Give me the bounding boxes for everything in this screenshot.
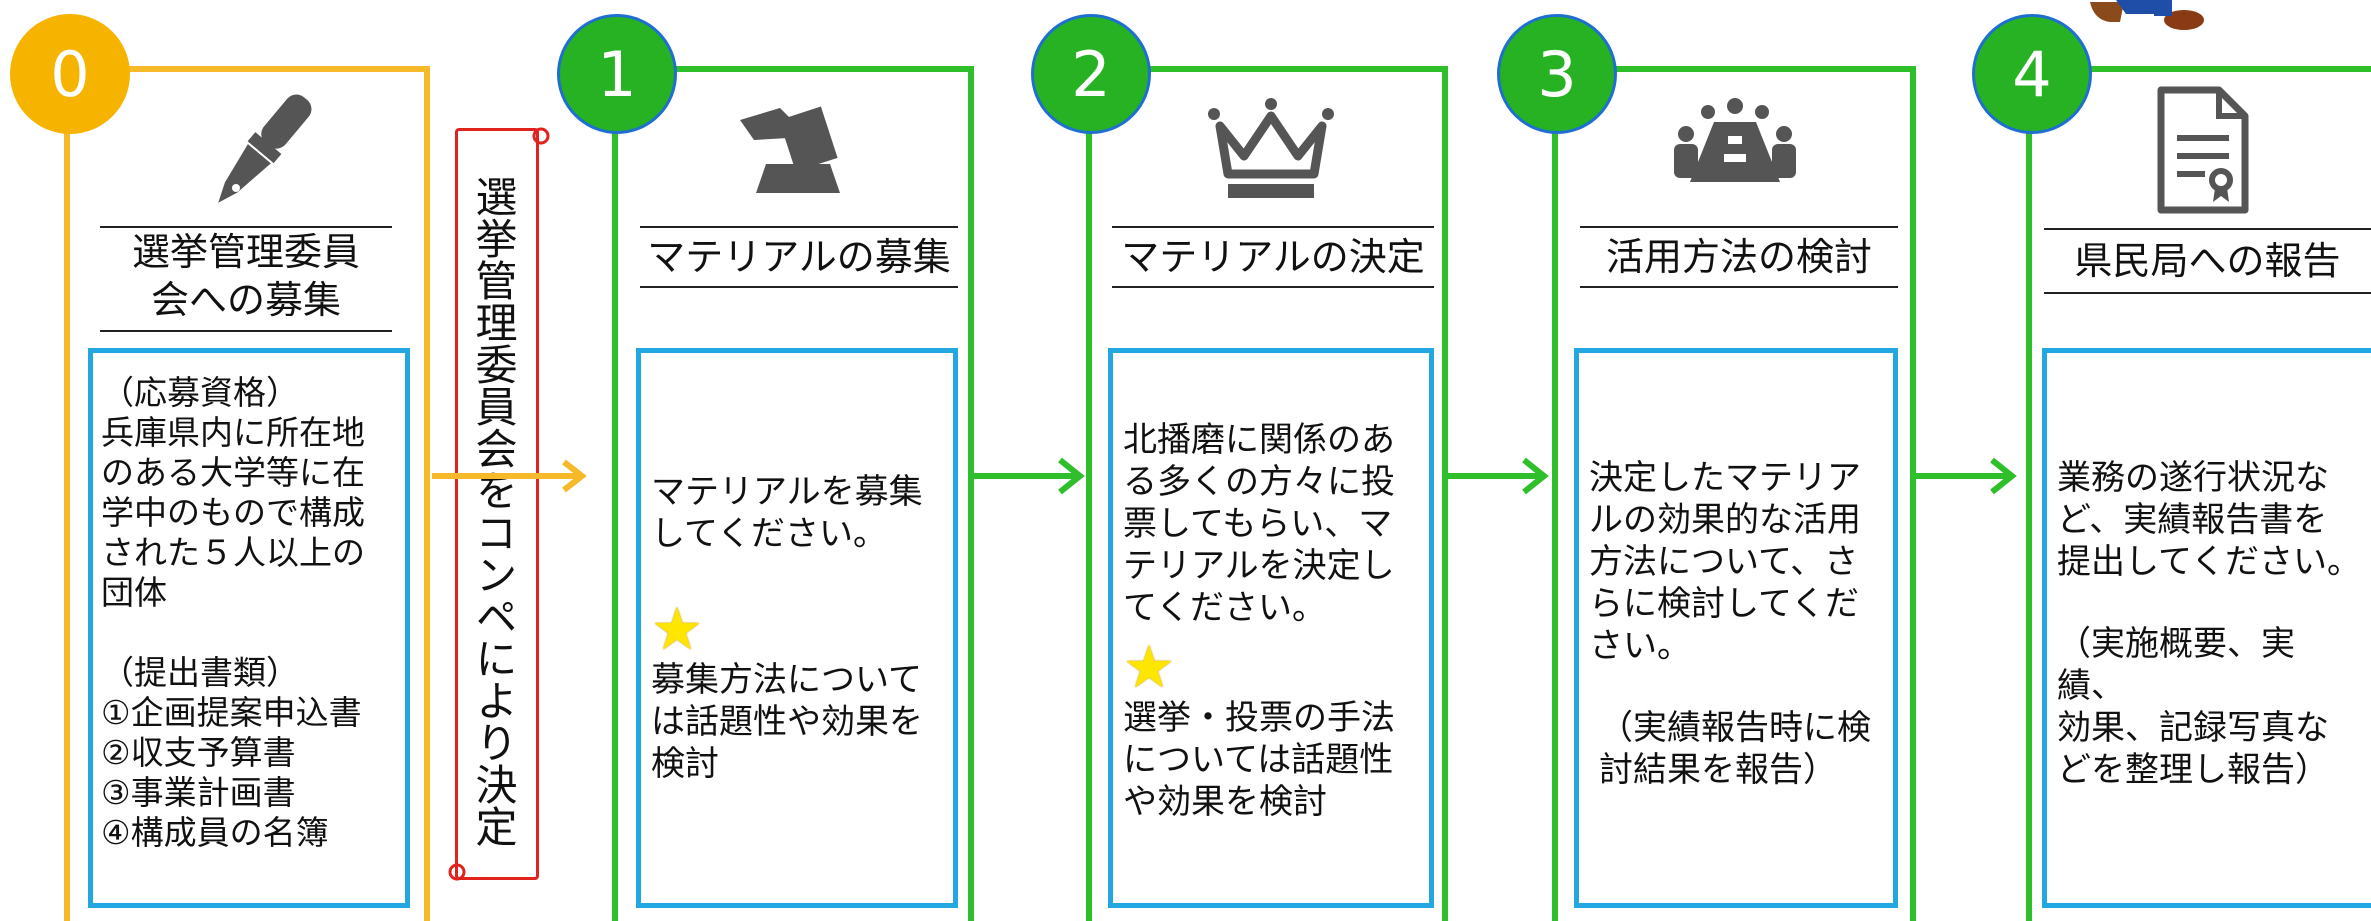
step-2-title: マテリアルの決定 [1112,226,1434,288]
arrow-1-to-2 [974,457,1085,495]
step-1-main-text: マテリアルを募集 してください。 [651,472,923,554]
ballot-box-icon [740,106,840,193]
arrow-0-to-1 [432,459,587,493]
fountain-pen-icon [218,94,312,203]
mascot-character-icon [2090,0,2204,30]
step-0-title: 選挙管理委員 会への募集 [100,226,392,332]
step-4-note-text: （実施概要、実績、 効果、記録写真な どを整理し報告） [2057,624,2329,790]
crown-icon [1208,98,1334,198]
scroll-curl-decoration [448,127,550,881]
step-3-title: 活用方法の検討 [1580,226,1898,288]
step-1-star-icon: ★ [651,595,703,663]
step-2-body: 北播磨に関係のあ る多くの方々に投 票してもらい、マ テリアルを決定し てくださ… [1108,348,1434,908]
step-1-body: マテリアルを募集 してください。 ★ 募集方法について は話題性や効果を 検討 [636,348,958,908]
arrow-2-to-3 [1448,457,1549,495]
certificate-document-icon [2157,86,2249,214]
step-3-note-text: （実績報告時に検 討結果を報告） [1599,708,1871,790]
step-1-note-text: 募集方法について は話題性や効果を 検討 [651,660,923,784]
step-3-body: 決定したマテリア ルの効果的な活用 方法について、さ らに検討してくだ さい。 … [1574,348,1898,908]
step-1-frame [612,66,974,921]
step-3-main-text: 決定したマテリア ルの効果的な活用 方法について、さ らに検討してくだ さい。 [1589,458,1861,666]
step-2-star-icon: ★ [1123,633,1175,701]
step-4-title: 県民局への報告 [2044,228,2371,294]
step-3-frame [1552,66,1916,921]
meeting-table-icon [1674,98,1796,182]
step-2-number: 2 [1031,14,1151,134]
step-0-title-line2: 会への募集 [150,278,341,322]
step-0-qualification: （応募資格） 兵庫県内に所在地 のある大学等に在 学中のもので構成 された５人以… [101,373,365,612]
step-1-title: マテリアルの募集 [640,226,958,288]
step-2-main-text: 北播磨に関係のあ る多くの方々に投 票してもらい、マ テリアルを決定し てくださ… [1123,420,1395,628]
step-0-number: 0 [10,14,130,134]
step-2-note-text: 選挙・投票の手法 については話題性 や効果を検討 [1123,698,1395,822]
scroll-banner: 選挙管理委員会をコンペにより決定 [455,128,539,880]
step-4-frame [2026,66,2371,921]
step-3-number: 3 [1497,14,1617,134]
arrow-3-to-4 [1916,457,2017,495]
step-4-body: 業務の遂行状況な ど、実績報告書を 提出してください。 （実施概要、実績、 効果… [2042,348,2371,908]
step-4-number: 4 [1972,14,2092,134]
step-4-main-text: 業務の遂行状況な ど、実績報告書を 提出してください。 [2057,458,2361,582]
step-0-documents: （提出書類） ①企画提案申込書 ②収支予算書 ③事業計画書 ④構成員の名簿 [101,653,362,852]
step-2-frame [1086,66,1448,921]
step-1-number: 1 [557,14,677,134]
scroll-banner-text: 選挙管理委員会をコンペにより決定 [469,175,518,847]
step-0-body: （応募資格） 兵庫県内に所在地 のある大学等に在 学中のもので構成 された５人以… [88,348,410,908]
step-0-frame [64,66,430,921]
step-0-title-line1: 選挙管理委員 [131,230,360,274]
